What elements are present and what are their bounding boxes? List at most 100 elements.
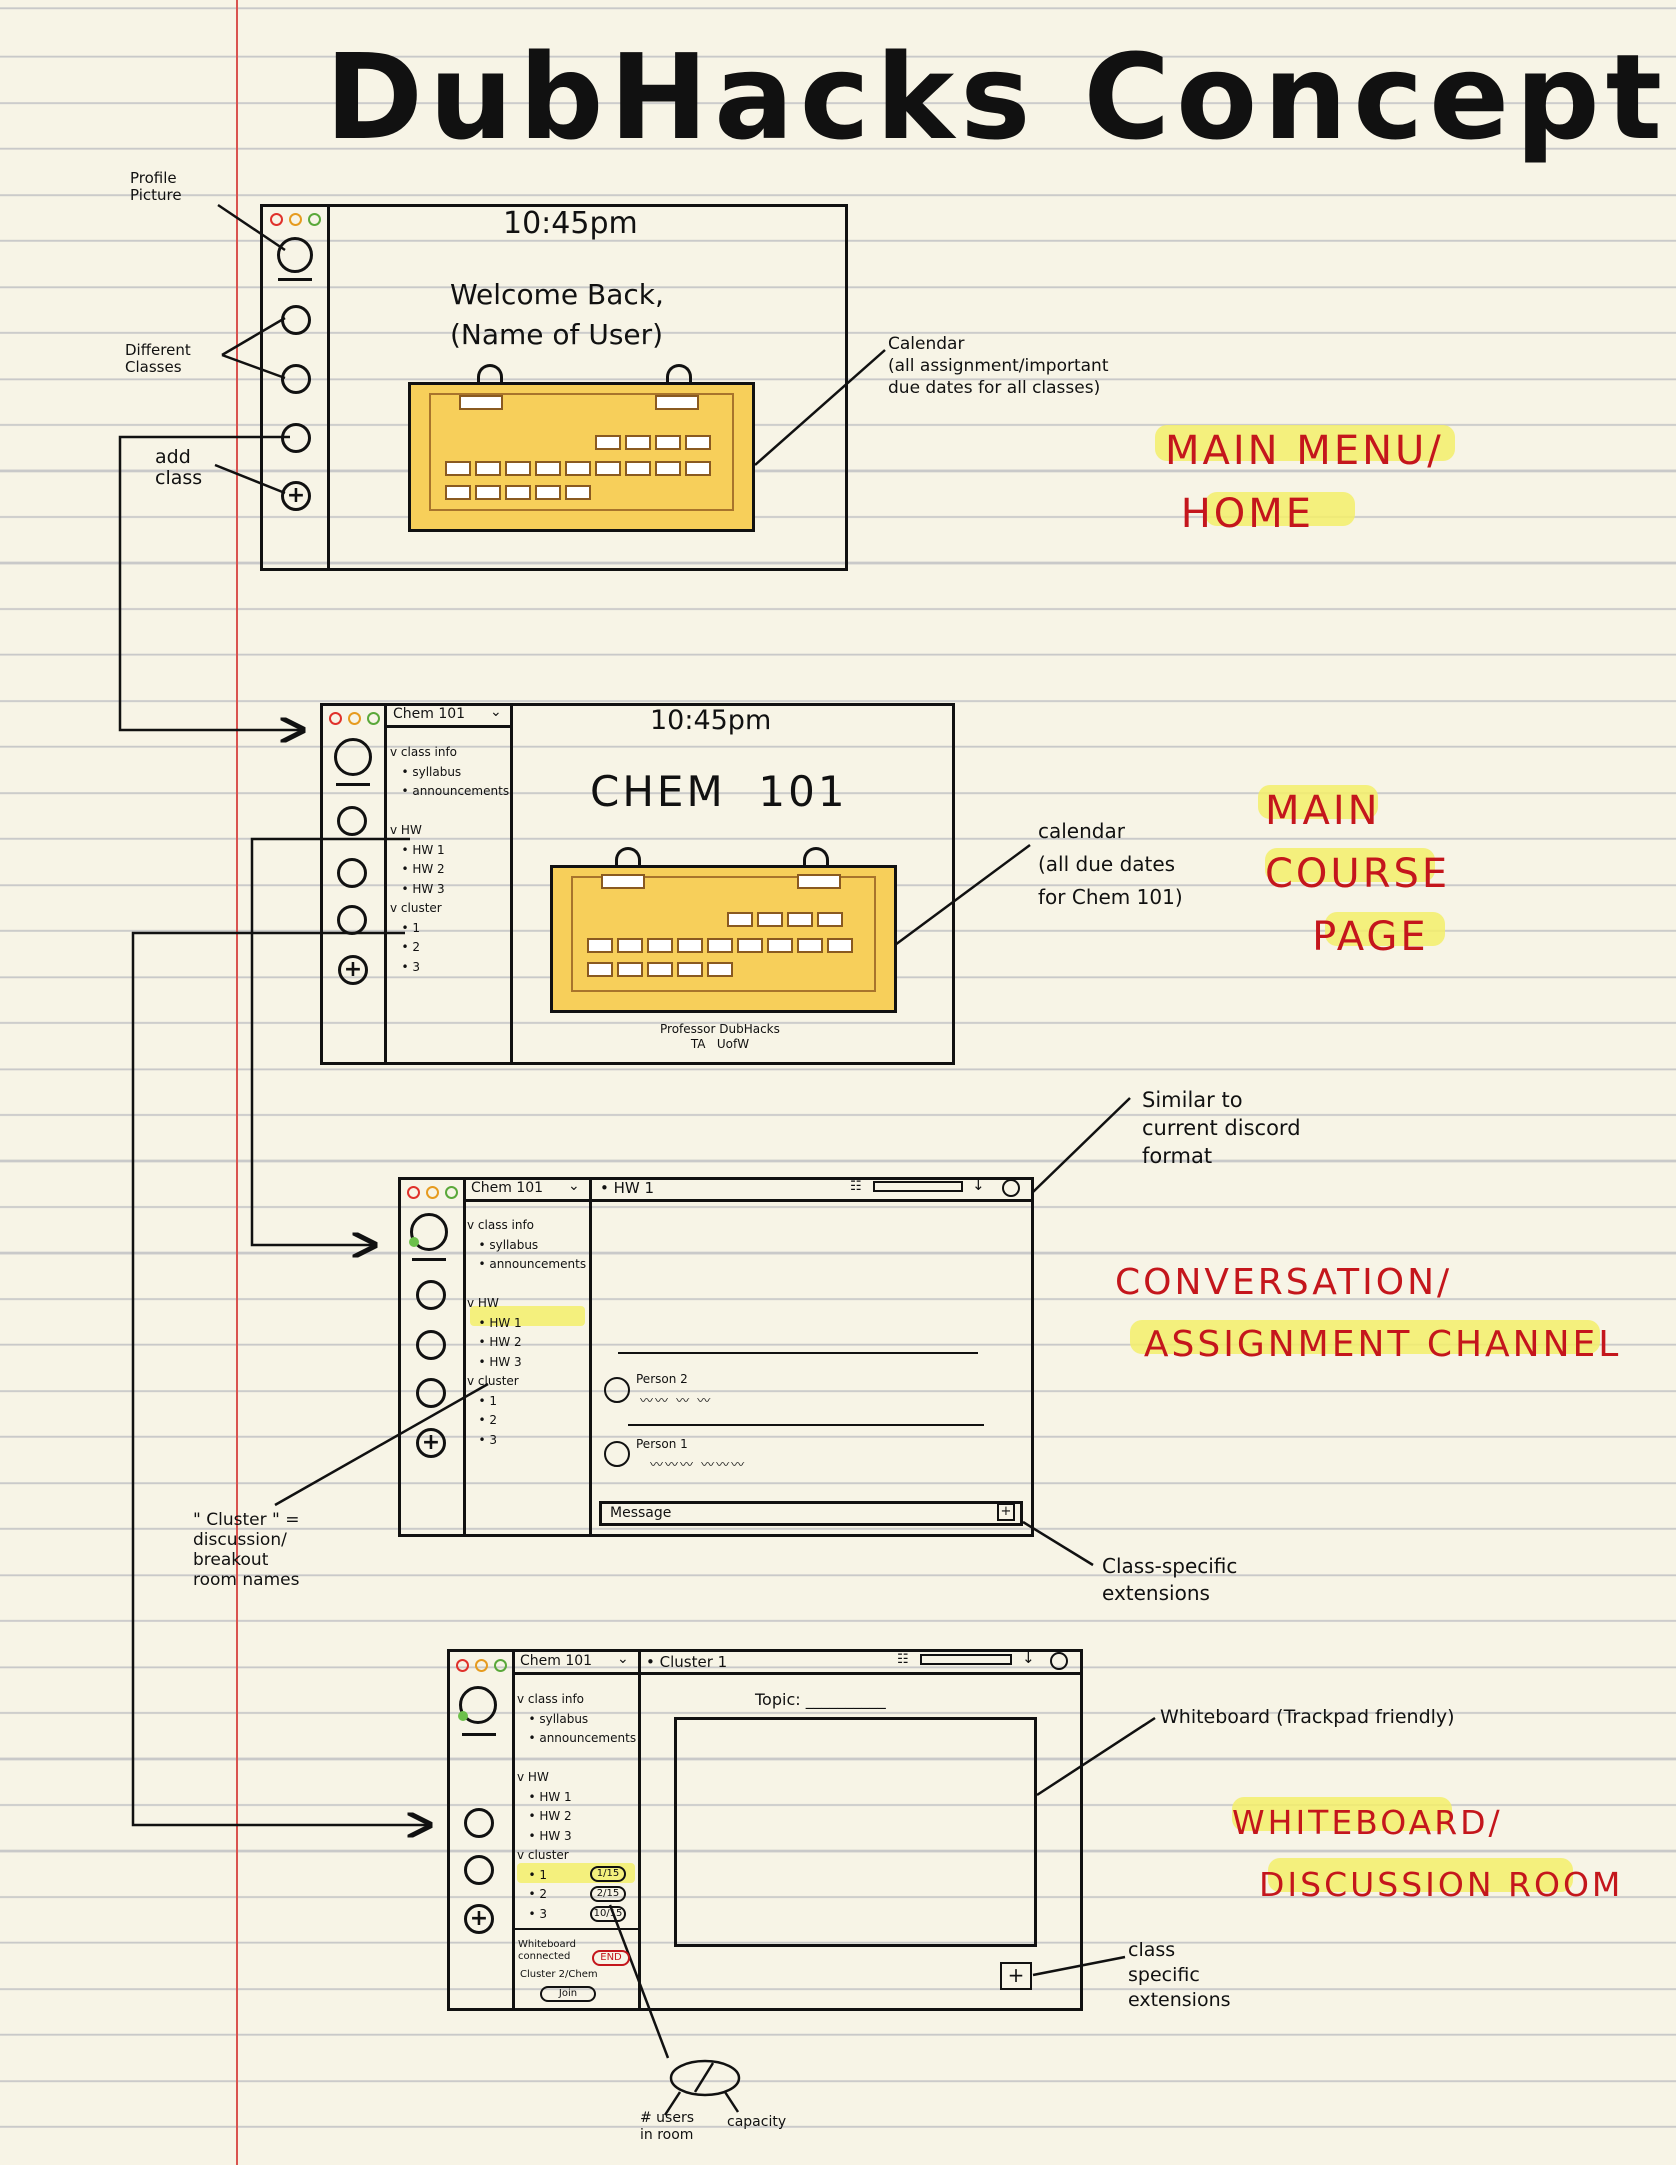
online-status-dot (409, 1237, 419, 1247)
message-scribble: 〰〰 〰 〰 (640, 1394, 713, 1409)
class-icon[interactable] (337, 858, 367, 888)
close-dot[interactable] (407, 1186, 420, 1199)
label-conversation: CONVERSATION/ ASSIGNMENT CHANNEL (1115, 1262, 1622, 1365)
class-select[interactable]: Chem 101 (471, 1180, 544, 1196)
minimize-dot[interactable] (348, 712, 361, 725)
chevron-down-icon[interactable]: ⌄ (568, 1178, 580, 1194)
extensions-plus-icon[interactable]: + (1000, 1962, 1032, 1990)
minimize-dot[interactable] (289, 213, 302, 226)
message-input[interactable] (599, 1501, 1023, 1526)
join-button[interactable]: Join (540, 1986, 596, 2002)
message-author: Person 1 (636, 1437, 688, 1451)
profile-divider (336, 783, 370, 786)
minimize-dot[interactable] (426, 1186, 439, 1199)
download-icon[interactable]: ↓ (1022, 1649, 1035, 1667)
channel-list[interactable]: v class info • syllabus • announcements … (390, 745, 510, 974)
highlight (1268, 1858, 1573, 1892)
whiteboard-canvas[interactable] (674, 1717, 1037, 1947)
add-class-icon[interactable]: + (464, 1904, 494, 1934)
class-icon[interactable] (464, 1855, 494, 1885)
maximize-dot[interactable] (445, 1186, 458, 1199)
members-icon[interactable]: ☷ (850, 1179, 862, 1194)
profile-picture-pointer (217, 203, 286, 252)
calendar-note-main: Calendar (all assignment/important due d… (888, 334, 1109, 398)
profile-avatar-icon[interactable] (1050, 1652, 1068, 1670)
clock: 10:45pm (503, 206, 638, 241)
online-status-dot (458, 1711, 468, 1721)
chevron-down-icon[interactable]: ⌄ (490, 704, 502, 720)
calendar-widget[interactable] (408, 382, 755, 532)
calendar-pointer-1 (754, 349, 886, 466)
search-input[interactable] (873, 1181, 963, 1192)
class-icon[interactable] (416, 1330, 446, 1360)
selected-channel-highlight (470, 1306, 585, 1326)
class-icon[interactable] (281, 305, 311, 335)
message-line (618, 1352, 978, 1354)
close-dot[interactable] (270, 213, 283, 226)
highlight (1325, 912, 1445, 946)
profile-picture[interactable] (277, 237, 313, 273)
classes-pointer-2 (221, 353, 286, 380)
arrow-to-hw-channel (250, 837, 410, 1245)
label-main-menu: MAIN MENU/ HOME (1165, 428, 1444, 537)
search-input[interactable] (920, 1654, 1012, 1665)
add-class-icon[interactable]: + (281, 481, 311, 511)
avatar[interactable] (604, 1377, 630, 1403)
topic-label: Topic: __________ (755, 1690, 886, 1709)
maximize-dot[interactable] (494, 1659, 507, 1672)
maximize-dot[interactable] (308, 213, 321, 226)
highlight (1130, 1320, 1600, 1354)
add-class-icon[interactable]: + (416, 1428, 446, 1458)
extensions-plus-icon[interactable]: + (997, 1503, 1015, 1521)
close-dot[interactable] (456, 1659, 469, 1672)
main-menu-window (260, 204, 848, 571)
class-icon[interactable] (337, 905, 367, 935)
chevron-down-icon[interactable]: ⌄ (617, 1651, 629, 1667)
profile-avatar-icon[interactable] (1002, 1179, 1020, 1197)
message-placeholder: Message (610, 1505, 672, 1521)
class-select[interactable]: Chem 101 (520, 1653, 593, 1669)
profile-picture[interactable] (334, 738, 372, 776)
class-icon[interactable] (337, 806, 367, 836)
channel-list[interactable]: v class info • syllabus • announcements … (517, 1692, 637, 1921)
users-in-room-note: # users in room (640, 2110, 695, 2143)
course-page-window (320, 703, 955, 1065)
channel-list[interactable]: v class info • syllabus • announcements … (467, 1218, 587, 1447)
add-class-icon[interactable]: + (338, 955, 368, 985)
close-dot[interactable] (329, 712, 342, 725)
class-icon[interactable] (281, 423, 311, 453)
class-icon[interactable] (416, 1280, 446, 1310)
profile-picture[interactable] (410, 1213, 448, 1251)
class-select[interactable]: Chem 101 (393, 706, 466, 722)
voice-panel-divider (512, 1928, 640, 1930)
class-icon[interactable] (416, 1378, 446, 1408)
sidebar-divider (512, 1649, 515, 2011)
message-line (628, 1424, 984, 1426)
profile-divider (278, 278, 312, 281)
channel-divider (638, 1649, 641, 2011)
download-icon[interactable]: ↓ (972, 1176, 985, 1194)
class-icon[interactable] (464, 1808, 494, 1838)
course-footer: Professor DubHacks TA UofW (660, 1022, 780, 1051)
end-call-button[interactable]: END (592, 1950, 630, 1966)
capacity-badge: 10/15 (590, 1906, 626, 1922)
highlight (1265, 848, 1435, 882)
course-heading: CHEM 101 (590, 767, 848, 816)
label-whiteboard: WHITEBOARD/ DISCUSSION ROOM (1232, 1803, 1624, 1904)
profile-picture[interactable] (459, 1686, 497, 1724)
cluster-definition-note: " Cluster " = discussion/ breakout room … (193, 1510, 300, 1590)
selected-channel-highlight (517, 1863, 635, 1883)
calendar-ring (615, 847, 641, 873)
maximize-dot[interactable] (367, 712, 380, 725)
calendar-note-course: calendar (all due dates for Chem 101) (1038, 819, 1183, 909)
channel-title: • Cluster 1 (646, 1653, 728, 1671)
discord-note: Similar to current discord format (1142, 1088, 1301, 1168)
class-icon[interactable] (281, 364, 311, 394)
calendar-widget[interactable] (550, 865, 897, 1013)
notebook-margin (236, 0, 238, 2165)
avatar[interactable] (604, 1441, 630, 1467)
members-icon[interactable]: ☷ (897, 1652, 909, 1667)
minimize-dot[interactable] (475, 1659, 488, 1672)
whiteboard-note: Whiteboard (Trackpad friendly) (1160, 1706, 1455, 1728)
